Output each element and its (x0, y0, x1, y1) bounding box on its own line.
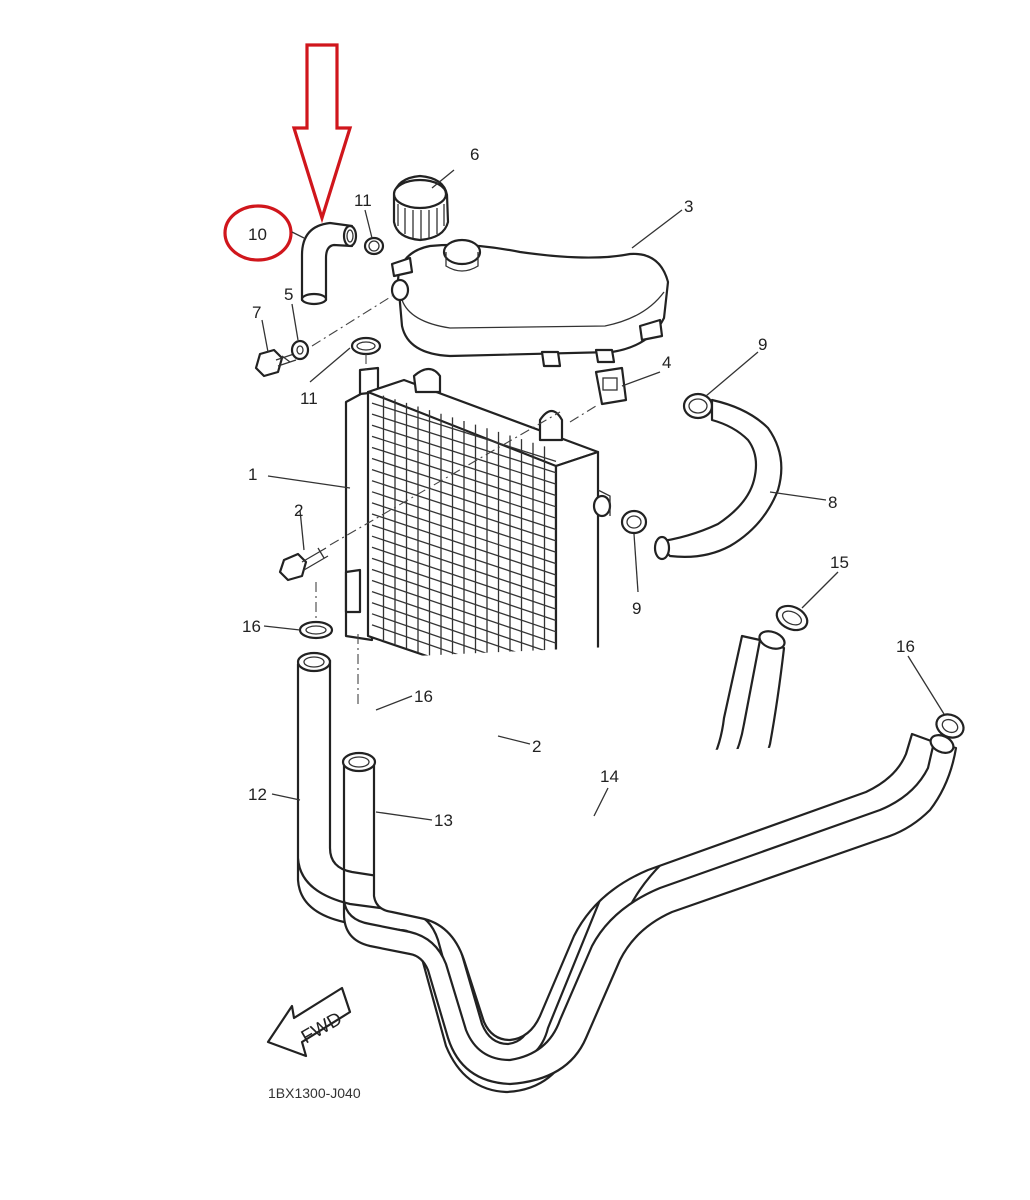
diagram-code: 1BX1300-J040 (268, 1085, 361, 1101)
reservoir-cap-part-6 (392, 174, 450, 242)
callout-16-left: 16 (242, 617, 261, 636)
radiator-part-1 (344, 366, 612, 704)
callout-14: 14 (600, 767, 619, 786)
callout-15: 15 (830, 553, 849, 572)
elbow-hose-part-10 (300, 221, 358, 306)
callout-6: 6 (470, 145, 479, 164)
hose-part-13 (341, 732, 958, 1086)
callout-16-right: 16 (896, 637, 915, 656)
clamp-part-16-left (298, 620, 334, 640)
highlight-circle (223, 204, 293, 262)
clamp-part-11-upper (363, 236, 385, 256)
callout-16-middle: 16 (414, 687, 433, 706)
callout-11-upper: 11 (354, 191, 372, 210)
bolt-part-2-upper (278, 547, 329, 582)
callout-numbers: 1 2 2 3 4 5 6 7 8 9 9 10 11 11 12 13 14 … (242, 145, 915, 830)
leader-lines (261, 169, 945, 821)
callout-9-lower: 9 (632, 599, 641, 618)
clamp-part-9-upper (682, 392, 714, 420)
callout-2-upper: 2 (294, 501, 303, 520)
highlight-arrow (291, 43, 353, 224)
clamp-part-15 (775, 604, 809, 632)
bolt-part-7 (254, 348, 297, 378)
callout-3: 3 (684, 197, 693, 216)
clamp-part-16-right (935, 713, 965, 739)
assembly-centerlines (311, 295, 597, 706)
callout-10: 10 (248, 225, 267, 244)
fwd-direction-arrow: FWD (266, 986, 352, 1058)
callout-2-lower: 2 (532, 737, 541, 756)
callout-11-lower: 11 (300, 389, 318, 408)
callout-4: 4 (662, 353, 671, 372)
callout-9-upper: 9 (758, 335, 767, 354)
damper-part-4 (594, 366, 628, 406)
callout-13: 13 (434, 811, 453, 830)
clamp-part-9-lower (620, 509, 648, 535)
callout-1: 1 (248, 465, 257, 484)
reservoir-tank-part-3 (390, 238, 670, 368)
washer-part-5 (290, 339, 310, 361)
callout-5: 5 (284, 285, 293, 304)
hose-part-8 (653, 398, 783, 561)
callout-8: 8 (828, 493, 837, 512)
clamp-part-11-lower (350, 336, 382, 356)
callout-7: 7 (252, 303, 261, 322)
callout-12: 12 (248, 785, 267, 804)
radiator-fins (371, 395, 557, 696)
